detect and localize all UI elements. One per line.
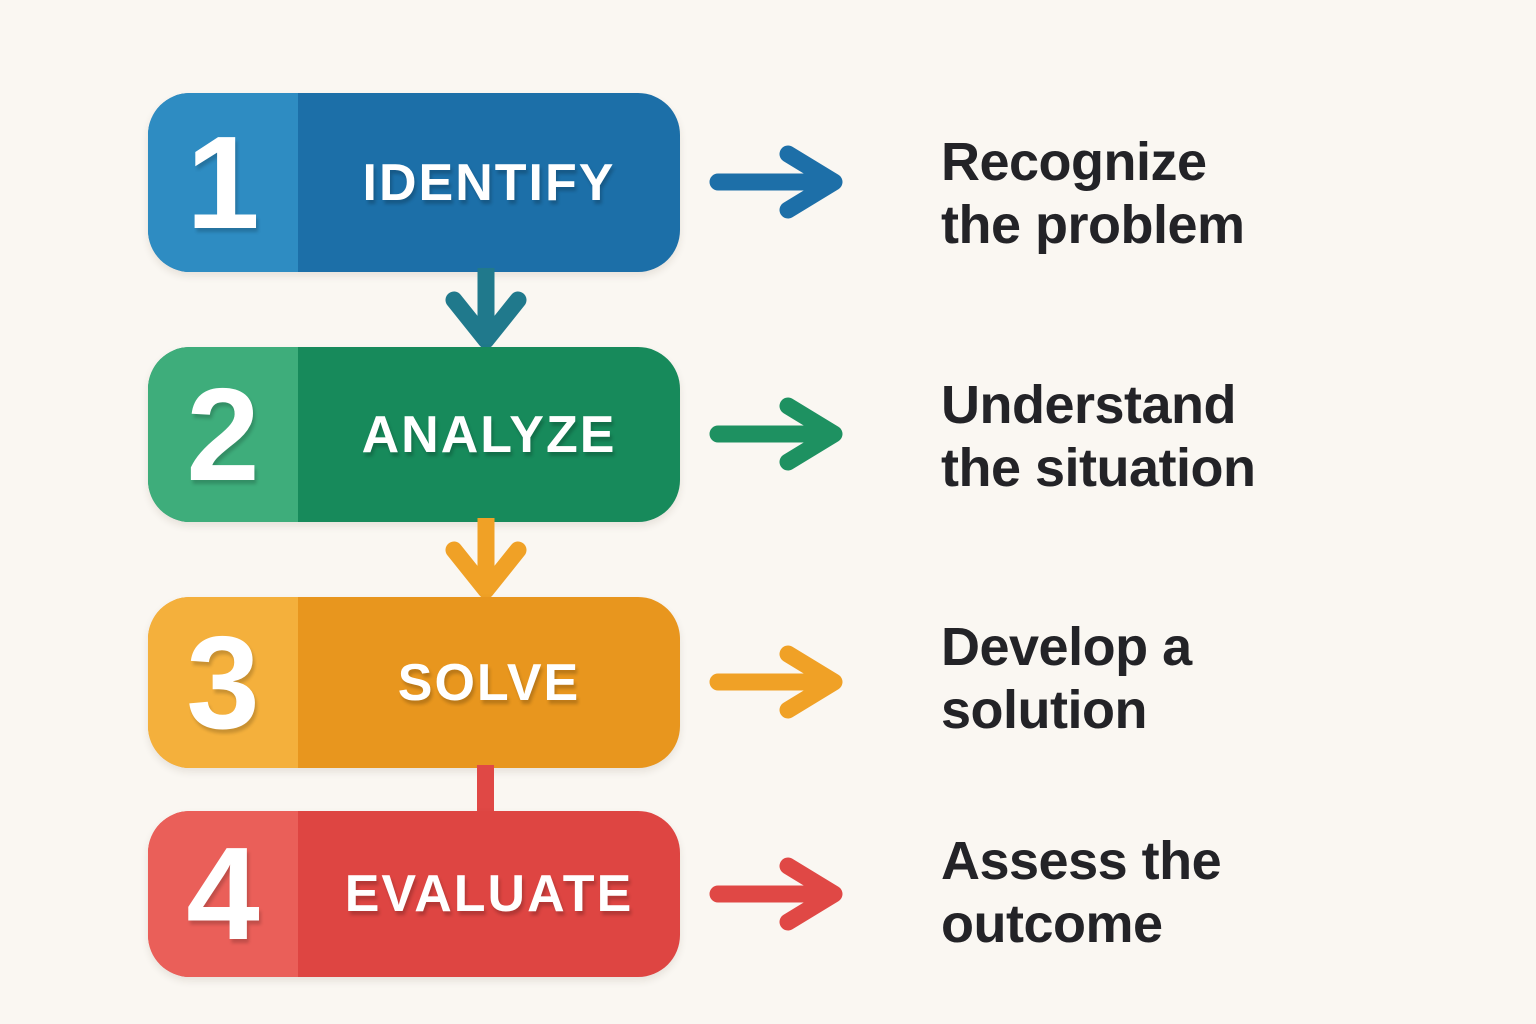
step-3-box: 3 SOLVE: [148, 597, 680, 768]
right-arrow-stroke: [709, 645, 843, 719]
step-1-number-panel: 1: [148, 93, 298, 272]
step-2-label-panel: ANALYZE: [298, 347, 680, 522]
description-line: solution: [941, 680, 1147, 741]
step-4-label-panel: EVALUATE: [298, 811, 680, 977]
right-arrow-icon: [709, 645, 843, 719]
description-line: Recognize: [941, 132, 1207, 192]
description-line: Assess the: [941, 831, 1222, 891]
step-2-number-panel: 2: [148, 347, 298, 522]
down-arrow-stroke: [445, 268, 527, 349]
description-line: Develop a: [941, 617, 1192, 677]
step-2-number: 2: [186, 360, 260, 508]
right-arrow-stroke: [709, 145, 843, 219]
step-2-box: 2 ANALYZE: [148, 347, 680, 522]
step-1-description: Recognize the problem: [941, 131, 1411, 257]
step-4-number-panel: 4: [148, 811, 298, 977]
step-3-label: SOLVE: [397, 653, 581, 712]
description-line: the problem: [941, 195, 1245, 256]
right-arrow-icon: [709, 145, 843, 219]
step-2-description: Understand the situation: [941, 374, 1411, 500]
step-1-box: 1 IDENTIFY: [148, 93, 680, 272]
step-4-box: 4 EVALUATE: [148, 811, 680, 977]
step-4-number: 4: [186, 820, 260, 967]
step-1-number: 1: [186, 108, 260, 256]
down-arrow-icon: [445, 518, 527, 599]
step-2-label: ANALYZE: [361, 405, 617, 464]
description-line: outcome: [941, 894, 1163, 955]
step-3-number-panel: 3: [148, 597, 298, 768]
right-arrow-icon: [709, 397, 843, 471]
step-3-label-panel: SOLVE: [298, 597, 680, 768]
step-3-number: 3: [186, 608, 260, 756]
connector-line: [477, 765, 494, 815]
step-3-description: Develop a solution: [941, 616, 1411, 742]
down-arrow-icon: [445, 268, 527, 349]
down-arrow-stroke: [445, 518, 527, 599]
step-4-label: EVALUATE: [344, 865, 634, 923]
right-arrow-icon: [709, 857, 843, 931]
step-4-description: Assess the outcome: [941, 830, 1411, 956]
step-1-label: IDENTIFY: [362, 153, 616, 212]
right-arrow-stroke: [709, 397, 843, 471]
description-line: Understand: [941, 375, 1237, 435]
right-arrow-stroke: [709, 857, 843, 931]
step-1-label-panel: IDENTIFY: [298, 93, 680, 272]
description-line: the situation: [941, 438, 1256, 499]
